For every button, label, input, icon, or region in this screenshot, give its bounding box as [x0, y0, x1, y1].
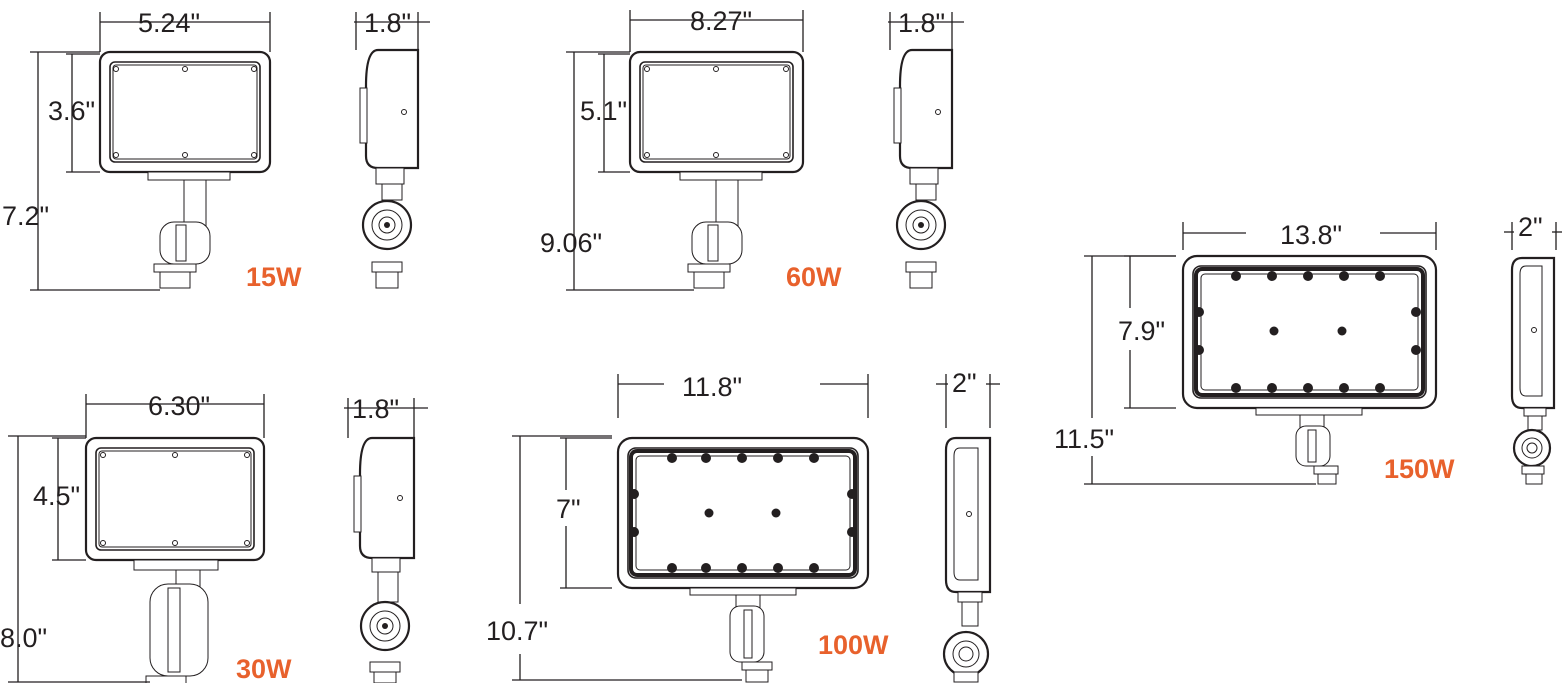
width-label-15w: 5.24"	[138, 8, 200, 38]
side-view-60w	[893, 48, 954, 289]
watt-label-60w: 60W	[786, 262, 842, 292]
front-view-60w	[628, 50, 805, 289]
lens-height-label-30w: 4.5"	[33, 481, 80, 511]
dimension-lines-100w	[512, 374, 1000, 681]
front-view-150w	[1181, 254, 1438, 485]
watt-label-15w: 15W	[246, 262, 302, 292]
front-view-15w	[98, 50, 272, 289]
total-height-label-15w: 7.2"	[2, 201, 49, 231]
fixture-150w: 13.8" 2" 7.9" 11.5" 150W	[1054, 212, 1562, 485]
depth-label-15w: 1.8"	[364, 8, 411, 38]
depth-label-30w: 1.8"	[352, 394, 399, 424]
dimension-lines-60w	[566, 10, 964, 291]
lens-height-label-15w: 3.6"	[48, 96, 95, 126]
fixture-100w: 11.8" 2" 7" 10.7" 100W	[486, 368, 1000, 683]
width-label-30w: 6.30"	[148, 391, 210, 421]
lens-height-label-150w: 7.9"	[1118, 316, 1165, 346]
watt-label-150w: 150W	[1384, 454, 1455, 484]
dimension-lines-30w	[8, 394, 428, 683]
dimension-lines-150w	[1084, 222, 1562, 485]
total-height-label-100w: 10.7"	[486, 616, 548, 646]
total-height-label-30w: 8.0"	[0, 623, 47, 653]
side-view-150w	[1510, 256, 1556, 485]
fixture-15w: 5.24" 1.8" 3.6" 7.2" 15W	[2, 8, 430, 292]
total-height-label-150w: 11.5"	[1054, 424, 1114, 454]
total-height-label-60w: 9.06"	[540, 228, 602, 258]
side-view-100w	[942, 436, 992, 683]
side-view-30w	[353, 436, 416, 683]
lens-height-label-60w: 5.1"	[580, 96, 627, 126]
lens-height-label-100w: 7"	[556, 494, 581, 524]
width-label-60w: 8.27"	[690, 6, 752, 36]
dimension-lines-15w	[30, 12, 430, 291]
depth-label-150w: 2"	[1518, 212, 1543, 242]
front-view-100w	[616, 436, 870, 683]
watt-label-100w: 100W	[818, 630, 889, 660]
fixture-30w: 6.30" 1.8" 4.5" 8.0" 30W	[0, 391, 428, 683]
front-view-30w	[84, 436, 266, 683]
fixture-60w: 8.27" 1.8" 5.1" 9.06" 60W	[540, 6, 964, 292]
side-view-15w	[359, 48, 420, 289]
width-label-150w: 13.8"	[1280, 220, 1342, 250]
width-label-100w: 11.8"	[682, 372, 742, 402]
watt-label-30w: 30W	[236, 654, 292, 683]
depth-label-100w: 2"	[952, 368, 977, 398]
depth-label-60w: 1.8"	[898, 8, 945, 38]
